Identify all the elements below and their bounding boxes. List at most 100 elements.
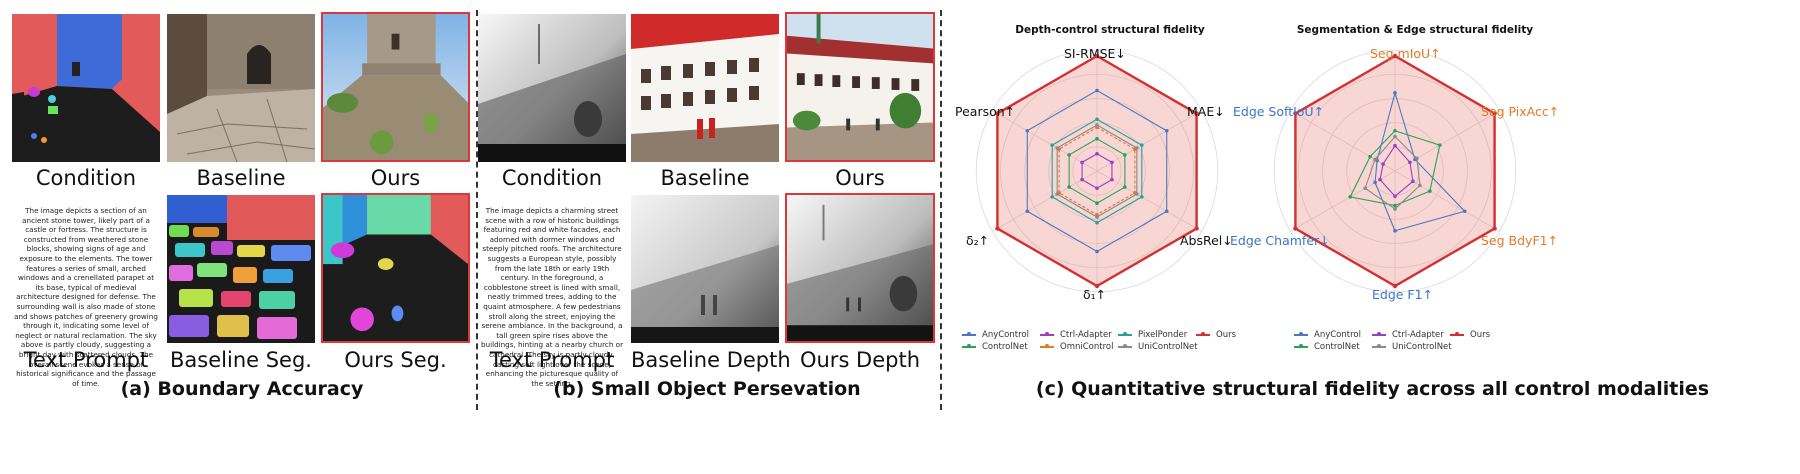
radar2-axis-label-0: Seg mIoU↑ — [1370, 46, 1441, 61]
legend-item-omnicontrol: OmniControl — [1040, 342, 1113, 352]
radar1-point-controlnet-5 — [1067, 153, 1071, 157]
radar2-point-anycontrol-2 — [1462, 209, 1467, 214]
radar2-axis-label-5: Edge SoftIoU↑ — [1233, 104, 1325, 119]
legend-item-ours: Ours — [1196, 330, 1236, 340]
radar1-point-anycontrol-2 — [1164, 209, 1169, 214]
radar2-point-ctrl-adapter-1 — [1408, 160, 1412, 165]
legend-item-controlnet: ControlNet — [1294, 342, 1360, 352]
radar1-axis-label-0: SI-RMSE↓ — [1064, 46, 1126, 61]
legend-swatch — [1040, 344, 1054, 348]
radar1-point-ctrl-adapter-4 — [1080, 177, 1084, 182]
condition-depth-map-b — [478, 14, 626, 162]
legend-label: UniControlNet — [1392, 342, 1452, 352]
text-prompt-b: The image depicts a charming street scen… — [480, 206, 624, 388]
radar1-point-controlnet-4 — [1067, 185, 1071, 189]
legend-swatch — [1372, 332, 1386, 336]
radar2-point-unicontrolnet-0 — [1393, 134, 1397, 139]
radar1-point-pixelponder-2 — [1140, 195, 1144, 199]
radar1-title: Depth-control structural fidelity — [1015, 24, 1205, 36]
radar1-point-anycontrol-0 — [1095, 88, 1099, 93]
radar1-point-ctrl-adapter-3 — [1095, 186, 1099, 191]
legend-label: Ours — [1216, 330, 1237, 340]
condition-seg-map-a — [12, 14, 160, 162]
legend-label: Ctrl-Adapter — [1060, 330, 1112, 340]
radar2-point-anycontrol-0 — [1393, 91, 1397, 95]
caption-baseline-a: Baseline — [196, 166, 286, 190]
caption-baseline-depth-b: Baseline Depth — [631, 348, 791, 372]
radar2-point-controlnet-0 — [1393, 128, 1397, 133]
legend-label: OmniControl — [1060, 342, 1114, 352]
radar2-point-unicontrolnet-3 — [1393, 207, 1397, 211]
caption-text-prompt-b: Text Prompt — [489, 348, 615, 372]
legend-label: ControlNet — [982, 342, 1028, 352]
radar2-spoke-4 — [1290, 170, 1396, 232]
caption-ours-a: Ours — [370, 166, 421, 190]
radar2-axis-label-1: Seg PixAcc↑ — [1481, 104, 1560, 119]
radar2-point-ours-2 — [1492, 226, 1497, 231]
ours-image-b — [785, 12, 935, 162]
radar1-point-ours-0 — [1094, 53, 1100, 59]
legend-item-unicontrolnet: UniControlNet — [1118, 342, 1198, 352]
radar2-point-ours-3 — [1392, 283, 1398, 289]
divider-a-b — [476, 10, 478, 410]
radar1-point-unicontrolnet-2 — [1135, 192, 1139, 196]
radar1-point-ours-4 — [995, 226, 1000, 231]
legend-label: PixelPonder — [1138, 330, 1188, 340]
radar2-point-ctrl-adapter-4 — [1378, 177, 1382, 182]
radar2-point-unicontrolnet-4 — [1363, 186, 1367, 191]
radar1-axis-label-1: MAE↓ — [1187, 104, 1225, 119]
radar1-point-unicontrolnet-1 — [1135, 146, 1139, 150]
panel-b-title: (b) Small Object Persevation — [553, 378, 861, 400]
panel-c-title: (c) Quantitative structural fidelity acr… — [1035, 378, 1710, 400]
radar1-point-ctrl-adapter-0 — [1095, 151, 1099, 156]
radar1-point-ours-3 — [1094, 283, 1100, 289]
radar2-point-anycontrol-4 — [1373, 180, 1377, 185]
legend-item-anycontrol: AnyControl — [1294, 330, 1361, 340]
legend-swatch — [1196, 332, 1210, 336]
legend-label: Ctrl-Adapter — [1392, 330, 1444, 340]
radar1-spoke-2 — [1096, 170, 1202, 232]
legend-item-controlnet: ControlNet — [962, 342, 1028, 352]
radar2-point-anycontrol-3 — [1393, 229, 1397, 233]
radar1-point-ctrl-adapter-5 — [1080, 160, 1084, 165]
legend-label: AnyControl — [982, 330, 1029, 340]
ours-image-a — [321, 12, 470, 162]
baseline-image-b — [631, 14, 779, 162]
radar2-axis-label-3: Edge F1↑ — [1372, 287, 1434, 302]
radar1-point-pixelponder-3 — [1095, 220, 1099, 225]
legend-item-ctrl-adapter: Ctrl-Adapter — [1040, 330, 1112, 340]
caption-ours-b: Ours — [835, 166, 885, 190]
radar2-point-controlnet-4 — [1348, 195, 1352, 199]
radar1-point-ours-5 — [995, 111, 1000, 116]
radar1-axis-label-4: δ₂↑ — [966, 233, 990, 248]
radar1-point-ctrl-adapter-2 — [1110, 177, 1114, 182]
radar2-point-ours-5 — [1293, 111, 1298, 116]
caption-baseline-seg-a: Baseline Seg. — [170, 348, 312, 372]
legend-label: AnyControl — [1314, 330, 1361, 340]
radar1-spoke-5 — [992, 110, 1098, 172]
radar2-point-ctrl-adapter-2 — [1411, 179, 1415, 184]
caption-condition-b: Condition — [501, 166, 603, 190]
legend-label: UniControlNet — [1138, 342, 1198, 352]
radar1-axis-label-2: AbsRel↓ — [1180, 233, 1233, 248]
caption-ours-depth-b: Ours Depth — [799, 348, 921, 372]
legend-label: ControlNet — [1314, 342, 1360, 352]
radar2-title: Segmentation & Edge structural fidelity — [1296, 24, 1534, 36]
radar1-point-pixelponder-1 — [1140, 143, 1144, 147]
radar1-point-ours-1 — [1194, 111, 1199, 116]
legend-swatch — [962, 344, 976, 348]
legend-swatch — [1450, 332, 1464, 336]
legend-item-ours: Ours — [1450, 330, 1490, 340]
divider-b-c — [940, 10, 942, 410]
radar1-spoke-4 — [992, 170, 1098, 232]
radar1-point-controlnet-3 — [1095, 201, 1099, 205]
radar1-point-controlnet-2 — [1123, 185, 1127, 189]
legend-swatch — [1372, 344, 1386, 348]
ours-seg-a — [321, 193, 470, 343]
legend-swatch — [962, 332, 976, 336]
legend-swatch — [1294, 332, 1308, 336]
radar2-point-ctrl-adapter-0 — [1393, 143, 1397, 148]
radar2-point-ours-0 — [1392, 53, 1398, 59]
baseline-seg-a — [167, 195, 315, 343]
